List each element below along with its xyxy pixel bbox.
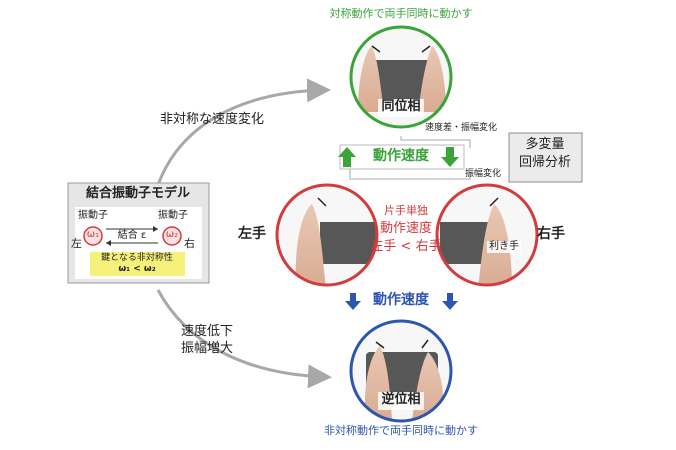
- model-title: 結合振動子モデル: [85, 186, 191, 201]
- lower-arrow-label-2: 振幅増大: [181, 341, 234, 356]
- lower-curve-arrow: [156, 289, 332, 389]
- osc-right-label: 振動子: [158, 210, 188, 221]
- green-speed-label: 動作速度: [373, 148, 429, 164]
- upper-curve-arrow: [156, 78, 331, 186]
- left-photo: [277, 185, 377, 285]
- right-photo: [437, 185, 537, 285]
- connector-top: [400, 136, 471, 148]
- connector-bottom: [349, 168, 471, 180]
- bottom-label-bg: [378, 392, 424, 410]
- analysis-line2: 回帰分析: [518, 155, 572, 170]
- right-motion-arrow: [489, 197, 499, 207]
- top-label-bg: [378, 99, 424, 117]
- blue-speed-label: 動作速度: [373, 292, 429, 308]
- blue-down-arrow-right: [442, 293, 458, 310]
- key-asymmetry-box: [90, 252, 185, 276]
- bottom-caption: 非対称動作で両手同時に動かす: [324, 424, 478, 437]
- left-circle: [275, 183, 379, 287]
- blue-down-arrow-left: [345, 293, 361, 310]
- omega1-symbol: ω₁: [86, 229, 100, 240]
- right-hand-label: 右手: [537, 226, 565, 242]
- left-side-label: 左: [71, 237, 82, 250]
- right-circle: [435, 183, 539, 287]
- key-asymmetry-title: 鍵となる非対称性: [101, 253, 173, 263]
- left-hand-label: 左手: [238, 226, 266, 242]
- note-speed-amplitude: 速度差・振幅変化: [425, 123, 498, 133]
- top-motion-arrow-right: [421, 45, 431, 53]
- omega1-circle: [83, 226, 103, 246]
- analysis-box: [508, 132, 583, 183]
- top-motion-arrow-left: [371, 45, 381, 53]
- top-caption: 対称動作で両手同時に動かす: [329, 7, 473, 20]
- single-compare-label: 左手 < 右手: [370, 239, 442, 254]
- omega2-symbol: ω₂: [165, 229, 179, 240]
- dominant-hand-label: 利き手: [487, 241, 521, 253]
- bottom-motion-arrow-right: [421, 339, 429, 349]
- right-side-label: 右: [184, 237, 195, 250]
- bottom-motion-arrow-left: [375, 341, 385, 349]
- bottom-phase-label: 逆位相: [381, 392, 421, 407]
- omega2-circle: [162, 226, 182, 246]
- upper-arrow-label: 非対称な速度変化: [160, 112, 265, 127]
- osc-left-label: 振動子: [78, 210, 108, 221]
- analysis-line1: 多変量: [525, 137, 565, 152]
- top-circle: [349, 25, 453, 129]
- bottom-circle: [349, 319, 453, 423]
- green-down-arrow: [441, 147, 459, 167]
- top-phase-label: 同位相: [381, 99, 421, 114]
- coupling-label: 結合 ε: [115, 230, 149, 242]
- single-speed-label: 動作速度: [379, 221, 433, 236]
- lower-arrow-label-1: 速度低下: [181, 324, 234, 339]
- left-motion-arrow: [317, 197, 327, 207]
- green-up-arrow: [338, 147, 356, 167]
- single-hand-label: 片手単独: [384, 204, 428, 217]
- note-amplitude: 振幅変化: [465, 169, 502, 179]
- key-asymmetry-formula: ω₁ < ω₂: [118, 264, 156, 274]
